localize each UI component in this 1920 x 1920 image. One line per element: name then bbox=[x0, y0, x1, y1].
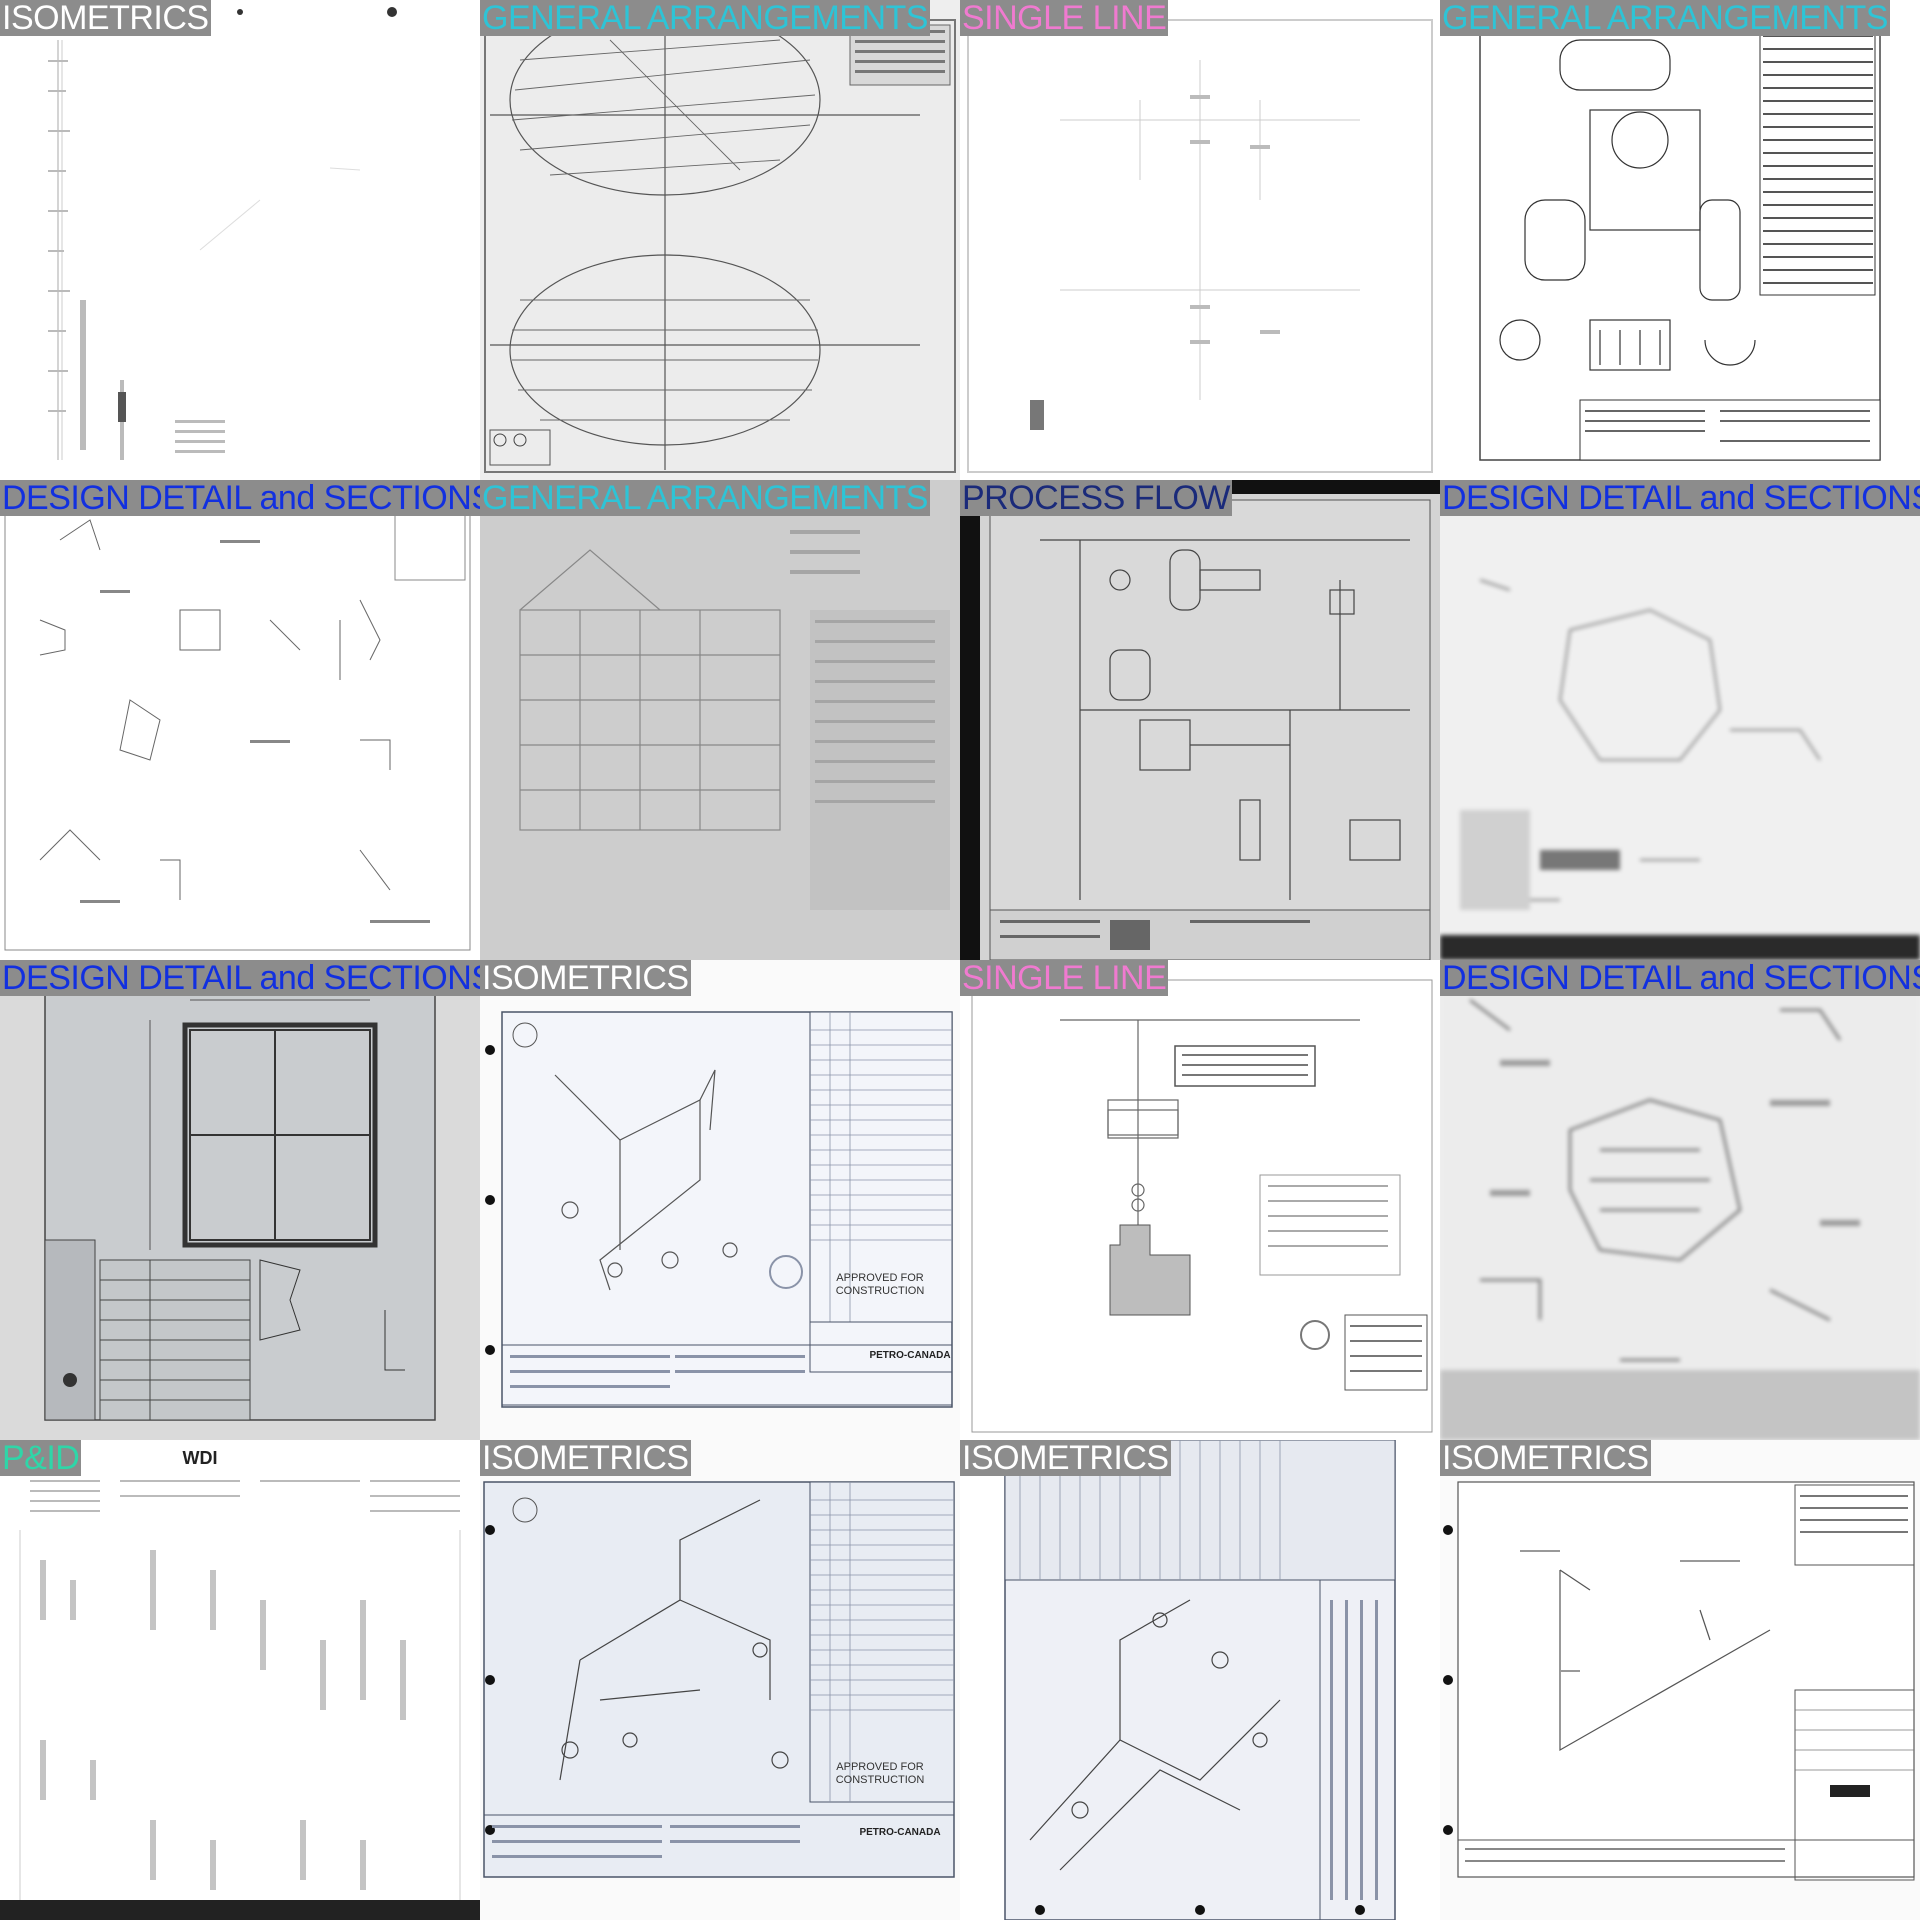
drawing-preview bbox=[0, 960, 480, 1440]
drawing-preview bbox=[1440, 1440, 1920, 1920]
category-label: DESIGN DETAIL and SECTIONS bbox=[0, 480, 480, 516]
approved-stamp-line1: APPROVED FOR bbox=[836, 1761, 923, 1773]
thumbnail-tile-design-detail-3[interactable]: DESIGN DETAIL and SECTIONS bbox=[0, 960, 480, 1440]
drawing-preview bbox=[967, 19, 1433, 473]
thumbnail-tile-isometrics-4[interactable]: ISOMETRICS bbox=[960, 1440, 1440, 1920]
drawing-preview bbox=[484, 4, 956, 473]
approved-stamp-line1: APPROVED FOR bbox=[836, 1272, 923, 1284]
category-label: ISOMETRICS bbox=[480, 1440, 691, 1477]
thumbnail-tile-isometrics-5[interactable]: ISOMETRICS bbox=[1440, 1440, 1920, 1920]
thumbnail-tile-single-line-1[interactable]: SINGLE LINE bbox=[960, 0, 1440, 480]
thumbnail-tile-isometrics-1[interactable]: ISOMETRICS bbox=[0, 0, 480, 480]
category-label: ISOMETRICS bbox=[1440, 1440, 1651, 1477]
category-label: GENERAL ARRANGEMENTS bbox=[480, 480, 930, 517]
thumbnail-tile-general-arrangements-1[interactable]: GENERAL ARRANGEMENTS bbox=[480, 0, 960, 480]
category-label: SINGLE LINE bbox=[960, 0, 1169, 37]
category-label: P&ID bbox=[0, 1440, 82, 1477]
drawing-preview: APPROVED FOR CONSTRUCTION PETRO-CANADA bbox=[480, 1440, 960, 1920]
drawing-preview bbox=[1479, 19, 1881, 461]
thumbnail-tile-process-flow-1[interactable]: PROCESS FLOW bbox=[960, 480, 1440, 960]
thumbnail-tile-single-line-2[interactable]: SINGLE LINE bbox=[960, 960, 1440, 1440]
category-label: SINGLE LINE bbox=[960, 960, 1169, 997]
category-label: ISOMETRICS bbox=[480, 960, 691, 997]
thumbnail-tile-design-detail-1[interactable]: DESIGN DETAIL and SECTIONS bbox=[0, 480, 480, 960]
company-logo-text: PETRO-CANADA bbox=[859, 1827, 940, 1838]
drawing-preview bbox=[960, 480, 1440, 960]
approved-stamp-line2: CONSTRUCTION bbox=[836, 1774, 925, 1786]
category-label: DESIGN DETAIL and SECTIONS bbox=[1440, 480, 1920, 516]
drawing-preview bbox=[4, 499, 471, 951]
thumbnail-tile-design-detail-2[interactable]: DESIGN DETAIL and SECTIONS bbox=[1440, 480, 1920, 960]
drawing-preview bbox=[960, 1440, 1440, 1920]
thumbnail-tile-isometrics-3[interactable]: ISOMETRICS bbox=[480, 1440, 960, 1920]
thumbnail-tile-isometrics-2[interactable]: ISOMETRICS bbox=[480, 960, 960, 1440]
drawing-preview bbox=[480, 480, 960, 960]
approved-stamp-line2: CONSTRUCTION bbox=[836, 1285, 925, 1297]
category-label: DESIGN DETAIL and SECTIONS bbox=[0, 960, 480, 996]
thumbnail-tile-general-arrangements-3[interactable]: GENERAL ARRANGEMENTS bbox=[480, 480, 960, 960]
company-logo-text: PETRO-CANADA bbox=[869, 1350, 950, 1361]
document-mark: WDI bbox=[183, 1448, 218, 1468]
thumbnail-tile-general-arrangements-2[interactable]: GENERAL ARRANGEMENTS bbox=[1440, 0, 1920, 480]
category-label: GENERAL ARRANGEMENTS bbox=[480, 0, 930, 37]
thumbnail-tile-pid-1[interactable]: P&ID WDI bbox=[0, 1440, 480, 1920]
drawing-preview bbox=[48, 7, 397, 460]
category-label: ISOMETRICS bbox=[0, 0, 211, 37]
drawing-preview bbox=[1440, 480, 1920, 960]
category-label: GENERAL ARRANGEMENTS bbox=[1440, 0, 1890, 37]
category-label: DESIGN DETAIL and SECTIONS bbox=[1440, 960, 1920, 996]
drawing-preview: WDI bbox=[0, 1440, 480, 1920]
drawing-preview bbox=[1440, 960, 1920, 1440]
category-label: ISOMETRICS bbox=[960, 1440, 1171, 1477]
thumbnail-tile-design-detail-4[interactable]: DESIGN DETAIL and SECTIONS bbox=[1440, 960, 1920, 1440]
drawing-preview: APPROVED FOR CONSTRUCTION PETRO-CANADA bbox=[480, 960, 960, 1440]
drawing-preview bbox=[971, 979, 1433, 1433]
category-label: PROCESS FLOW bbox=[960, 480, 1232, 517]
